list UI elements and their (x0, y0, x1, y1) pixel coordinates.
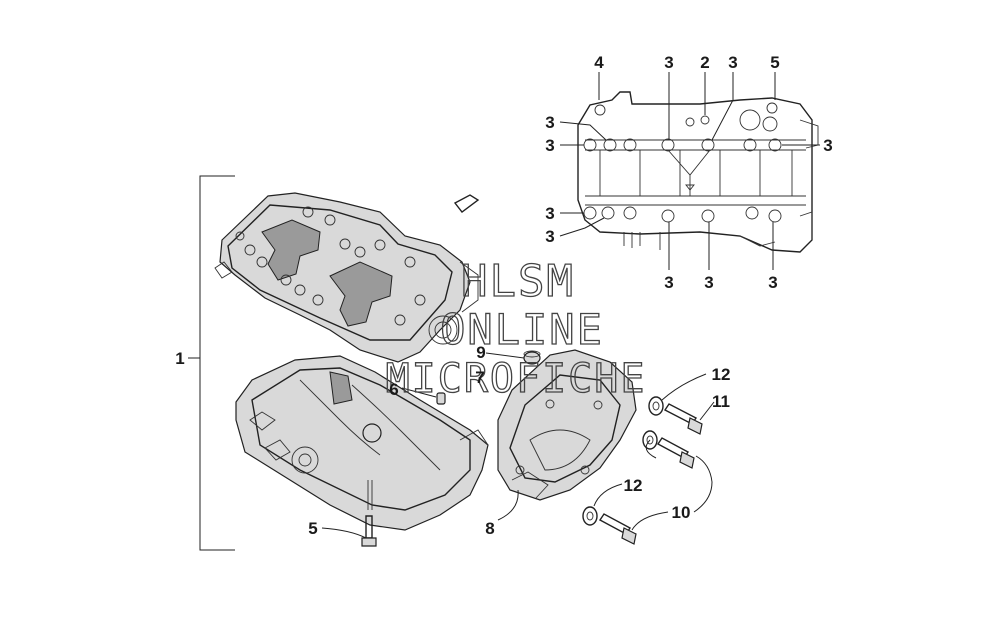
callout-3-top-2: 3 (728, 53, 737, 72)
washer-12-middle (642, 430, 658, 450)
callout-12-lower: 12 (624, 476, 643, 495)
callout-5-lower: 5 (308, 519, 317, 538)
assembly-bracket (188, 175, 235, 551)
washer-12-upper (648, 396, 664, 416)
callouts: 4 3 2 3 5 3 3 3 3 3 3 3 3 1 9 7 6 12 11 … (175, 53, 832, 538)
callout-3-top-1: 3 (664, 53, 673, 72)
callout-6: 6 (389, 380, 398, 399)
crankcase-lower-half (235, 355, 489, 531)
callout-2: 2 (700, 53, 709, 72)
callout-3-left-4: 3 (545, 227, 554, 246)
callout-4: 4 (594, 53, 604, 72)
callout-7: 7 (475, 368, 484, 387)
watermark-line-1: HLSM (461, 256, 575, 307)
callout-3-bottom-1: 3 (664, 273, 673, 292)
crankcase-upper-half (214, 192, 479, 363)
washer-12-lower (582, 506, 598, 526)
bolt-10-lower (598, 513, 637, 545)
tag-marker (453, 194, 480, 213)
callout-3-left-3: 3 (545, 204, 554, 223)
callout-3-bottom-3: 3 (768, 273, 777, 292)
dowel-6 (436, 392, 446, 405)
bolt-10-upper (656, 437, 695, 469)
end-cover-8 (497, 349, 637, 501)
callout-12-upper: 12 (712, 365, 731, 384)
watermark-line-3: MICROFICHE (386, 356, 647, 402)
callout-3-left-2: 3 (545, 136, 554, 155)
callout-8: 8 (485, 519, 494, 538)
bolt-5-lower (361, 515, 377, 547)
callout-11: 11 (712, 392, 730, 411)
callout-5-top: 5 (770, 53, 779, 72)
watermark-line-2: ONLINE (440, 305, 604, 354)
callout-1: 1 (175, 349, 184, 368)
callout-3-bottom-2: 3 (704, 273, 713, 292)
callout-3-right: 3 (823, 136, 832, 155)
leaders-top-right (559, 72, 820, 270)
callout-3-left-1: 3 (545, 113, 554, 132)
leaders-lower (321, 352, 715, 539)
watermark: HLSM ONLINE MICROFICHE (385, 255, 647, 402)
crankcase-lower-view (577, 91, 819, 253)
bolt-11 (663, 403, 703, 435)
callout-10: 10 (672, 503, 691, 522)
callout-9: 9 (476, 343, 485, 362)
